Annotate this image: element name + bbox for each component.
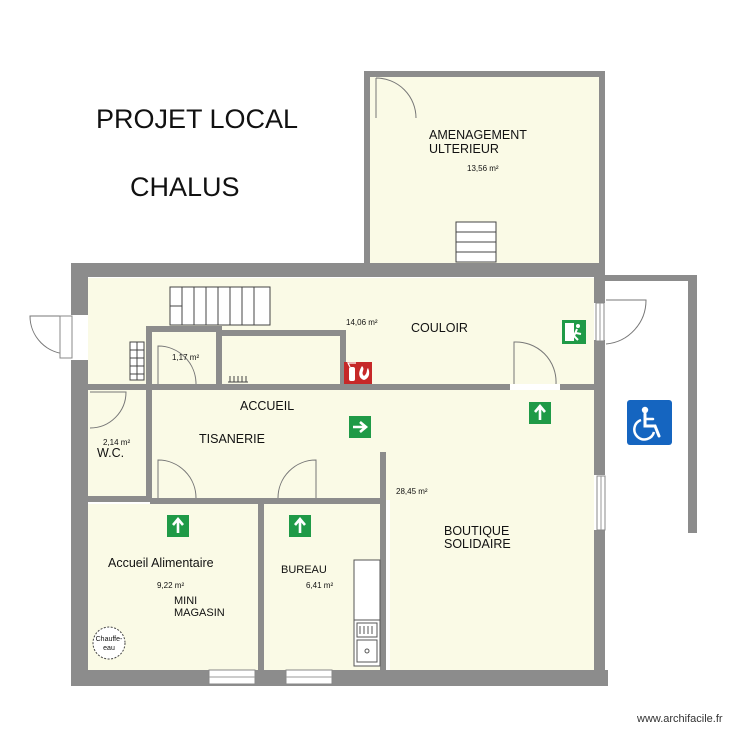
water-heater-label-2: eau (103, 645, 115, 652)
wall (340, 330, 346, 384)
room-label-accueil: ACCUEIL (240, 399, 294, 413)
room-area-accueil-alimentaire: 9,22 m² (157, 581, 184, 590)
wall (594, 340, 605, 475)
room-area-wc: 2,14 m² (103, 438, 130, 447)
project-location: CHALUS (130, 172, 240, 202)
room-label-bureau: BUREAU (281, 564, 327, 576)
door-frame-entrance (59, 315, 73, 359)
water-heater-icon (92, 626, 126, 660)
wall (599, 71, 605, 271)
accessibility-sign (627, 400, 672, 445)
wall (71, 263, 605, 277)
wall (71, 670, 608, 686)
evacuation-arrow-up-bureau (289, 515, 311, 537)
room-label-amenagement-1: AMENAGEMENT (429, 128, 527, 142)
radiator-icon (228, 376, 248, 383)
kitchenette (353, 559, 381, 667)
room-area-amenagement: 13,56 m² (467, 164, 499, 173)
door-swing (277, 459, 317, 499)
wall (216, 330, 346, 336)
evacuation-arrow-up-boutique (529, 402, 551, 424)
wall (146, 390, 152, 500)
water-heater-label-1: Chauffe- (96, 636, 123, 643)
room-label-boutique-1: BOUTIQUE (444, 524, 509, 538)
ramp-rail (688, 275, 697, 533)
room-label-accueil-alimentaire: Accueil Alimentaire (108, 556, 214, 570)
fire-extinguisher-sign (344, 362, 372, 384)
staircase (169, 286, 271, 326)
wall (146, 326, 216, 332)
wall (88, 496, 150, 502)
room-area-small-storage: 1,17 m² (172, 353, 199, 362)
room-label-wc: W.C. (97, 446, 124, 460)
wall (364, 71, 370, 271)
door-swing (375, 77, 417, 119)
wall (594, 263, 605, 303)
room-sublabel-magasin: MAGASIN (174, 607, 225, 619)
wall (364, 71, 605, 77)
watermark[interactable]: www.archifacile.fr (636, 713, 723, 725)
stairs (129, 221, 497, 381)
wall (150, 498, 380, 504)
wall (560, 384, 594, 390)
wall (216, 326, 222, 384)
exit-sign (562, 320, 586, 344)
wall (88, 384, 510, 390)
wall (71, 360, 88, 685)
evacuation-arrow-right (349, 416, 371, 438)
door-swing (513, 341, 557, 385)
room-label-tisanerie: TISANERIE (199, 432, 265, 446)
ramp-rail (605, 275, 697, 281)
room-area-boutique: 28,45 m² (396, 487, 428, 496)
water-heater: Chauffe- eau (92, 626, 126, 660)
room-wc-floor (88, 390, 146, 496)
walls (71, 71, 697, 686)
wall (71, 263, 88, 315)
wall (380, 452, 386, 500)
room-boutique-floor (390, 390, 594, 670)
room-area-couloir: 14,06 m² (346, 318, 378, 327)
room-area-bureau: 6,41 m² (306, 581, 333, 590)
wall (146, 326, 152, 384)
room-label-amenagement-2: ULTERIEUR (429, 142, 499, 156)
room-label-couloir: COULOIR (411, 321, 468, 335)
wall (258, 500, 264, 672)
room-sublabel-mini: MINI (174, 595, 197, 607)
door-swing (89, 391, 127, 429)
project-title: PROJET LOCAL (96, 104, 298, 134)
window-lines (209, 303, 602, 678)
door-swing (157, 345, 197, 385)
wall (380, 500, 386, 672)
room-label-boutique-2: SOLIDAIRE (444, 537, 511, 551)
doors (29, 77, 647, 499)
door-swing (157, 459, 197, 499)
evacuation-arrow-up-alimentaire (167, 515, 189, 537)
wheelchair-icon (627, 400, 672, 445)
door-swing (605, 299, 647, 345)
wall (594, 530, 605, 686)
